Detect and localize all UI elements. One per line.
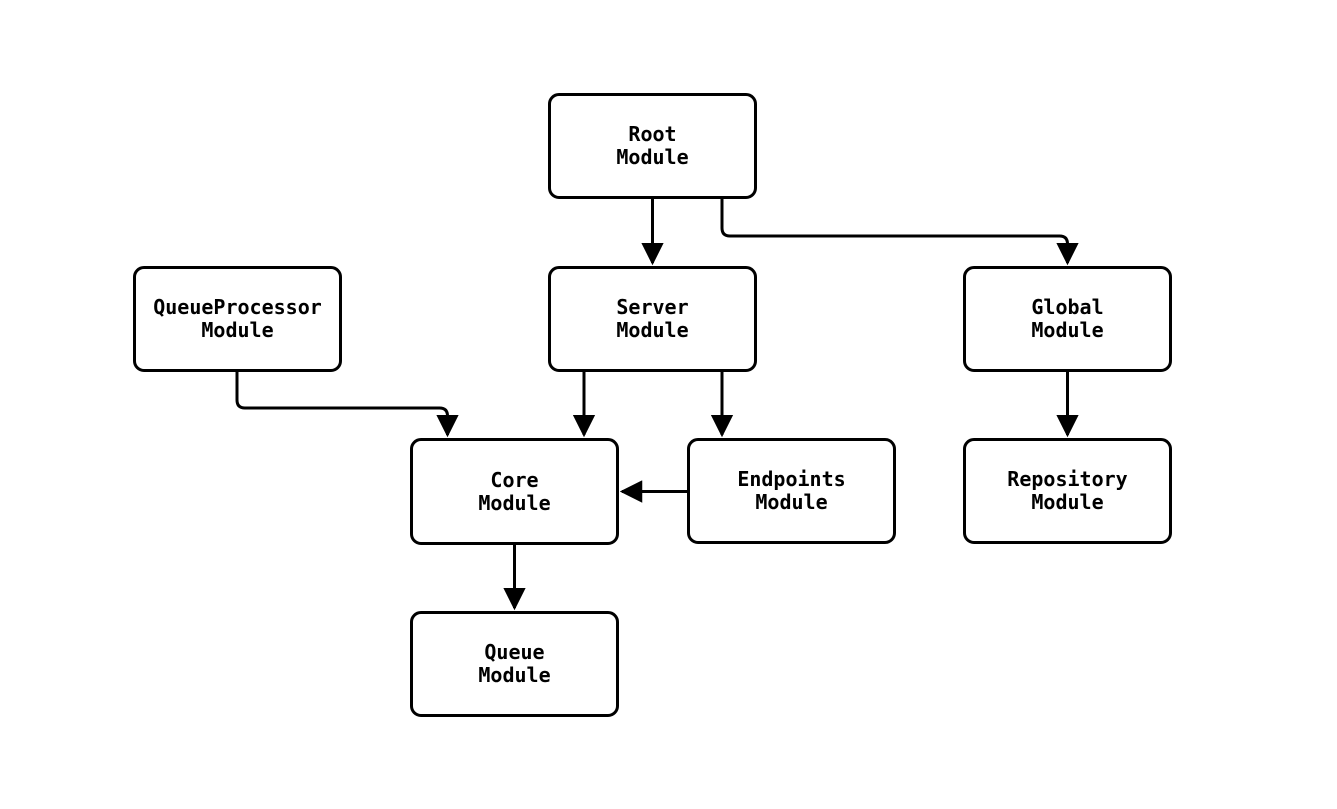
node-root-module: Root Module <box>548 93 757 199</box>
node-label-line2: Module <box>478 663 551 687</box>
edge-root-global <box>720 198 1079 266</box>
node-label-line1: Core <box>490 467 539 492</box>
node-label-line1: Global <box>1031 295 1104 319</box>
node-server-module: Server Module <box>548 266 757 372</box>
node-label-line2: Module <box>616 145 689 169</box>
node-label-line2: Module <box>1031 318 1104 342</box>
node-label-line2: Module <box>755 490 828 514</box>
edge-queueprocessor-core <box>235 371 459 438</box>
node-label-line2: Module <box>201 318 274 342</box>
node-label-line1: QueueProcessor <box>153 295 322 319</box>
node-label-line1: Root <box>628 122 677 146</box>
node-label-line1: Queue <box>484 640 545 664</box>
node-repository-module: Repository Module <box>963 438 1172 544</box>
node-label-line1: Server <box>616 295 689 319</box>
node-label-line2: Module <box>478 490 551 515</box>
node-queue-module: Queue Module <box>410 611 619 717</box>
node-label-line1: Endpoints <box>737 467 846 491</box>
node-queueprocessor-module: QueueProcessor Module <box>133 266 342 372</box>
node-label-line2: Module <box>616 318 689 342</box>
node-endpoints-module: Endpoints Module <box>687 438 896 544</box>
node-core-module: Core Module <box>410 438 619 545</box>
node-label-line1: Repository <box>1007 467 1128 491</box>
node-global-module: Global Module <box>963 266 1172 372</box>
node-label-line2: Module <box>1031 490 1104 514</box>
